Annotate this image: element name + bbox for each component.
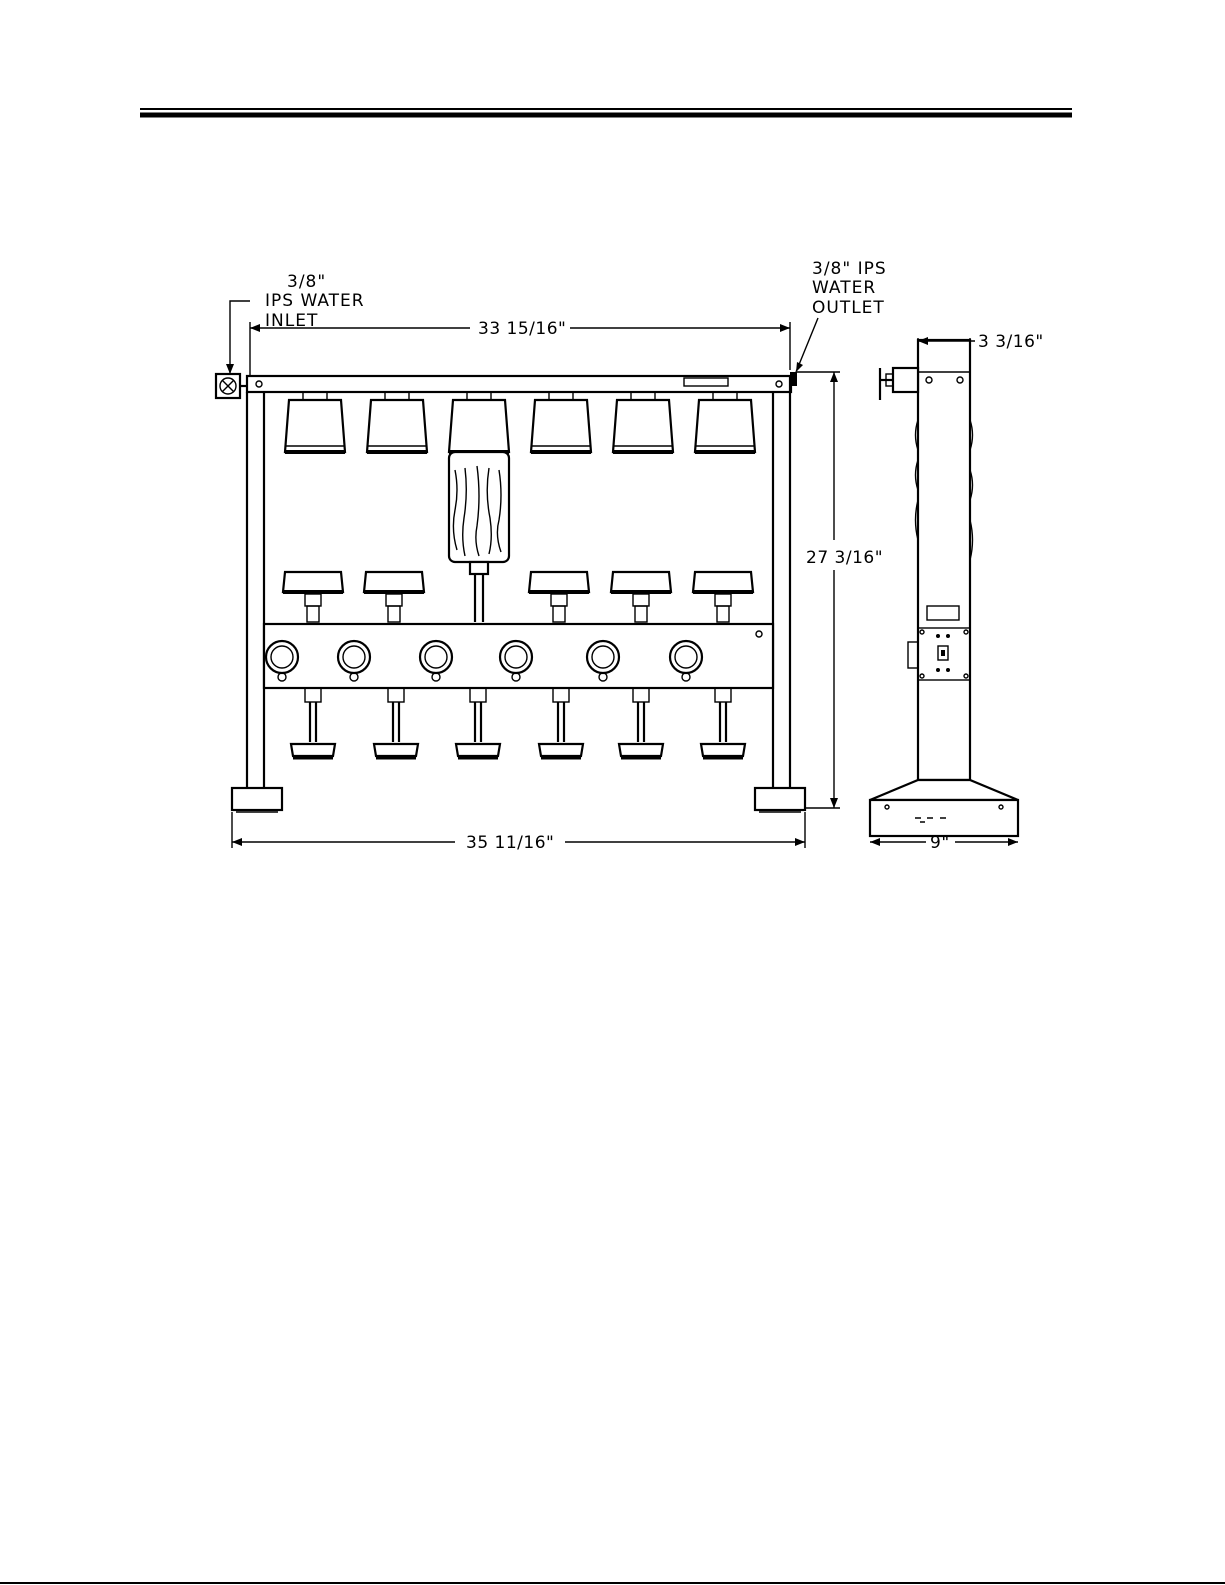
valve-knob (529, 572, 589, 622)
side-base (870, 780, 1018, 836)
left-foot (232, 788, 282, 810)
left-upright (247, 392, 264, 788)
filter-housing (367, 392, 427, 452)
outlet-label-line1: 3/8" IPS (812, 259, 887, 279)
filter-housing (695, 392, 755, 452)
filter-housing (285, 392, 345, 452)
drain-valve (619, 688, 663, 758)
filter-housings (285, 392, 755, 622)
side-view: 3 3/16" 9" (870, 332, 1044, 853)
side-depth-dimension: 3 3/16" (978, 332, 1044, 352)
base-depth-dimension: 9" (930, 833, 950, 853)
outlet-label-line2: WATER (812, 278, 876, 298)
side-valve-icon (880, 368, 918, 400)
right-upright (773, 376, 790, 788)
bottom-width-dimension: 35 11/16" (466, 833, 554, 853)
drain-valve (374, 688, 418, 758)
outlet-label-line3: OUTLET (812, 298, 885, 318)
inlet-label-line3: INLET (265, 311, 318, 331)
filter-housing (531, 392, 591, 452)
top-width-dimension: 33 15/16" (478, 319, 566, 339)
right-foot (755, 788, 805, 810)
inlet-valve-icon (216, 374, 247, 398)
valve-knob (611, 572, 671, 622)
gauge-panel (264, 624, 773, 688)
outlet-fitting (790, 372, 797, 386)
height-dimension: 27 3/16" (806, 548, 883, 568)
valve-knob (283, 572, 343, 622)
inlet-label-line1: 3/8" (287, 272, 326, 292)
front-view: 3/8" IPS WATER INLET 3/8" IPS WATER OUTL… (216, 259, 887, 853)
drain-valve (539, 688, 583, 758)
filter-housing (613, 392, 673, 452)
inlet-label-line2: IPS WATER (265, 291, 365, 311)
side-column (918, 340, 970, 780)
valve-knob (364, 572, 424, 622)
valve-knob (693, 572, 753, 622)
drain-valve (291, 688, 335, 758)
lower-drain-valves (291, 688, 745, 758)
drain-valve (456, 688, 500, 758)
drain-valve (701, 688, 745, 758)
header-rule (140, 109, 1072, 115)
upper-valve-knobs (283, 572, 753, 622)
filter-cartridge-tall (449, 392, 509, 622)
